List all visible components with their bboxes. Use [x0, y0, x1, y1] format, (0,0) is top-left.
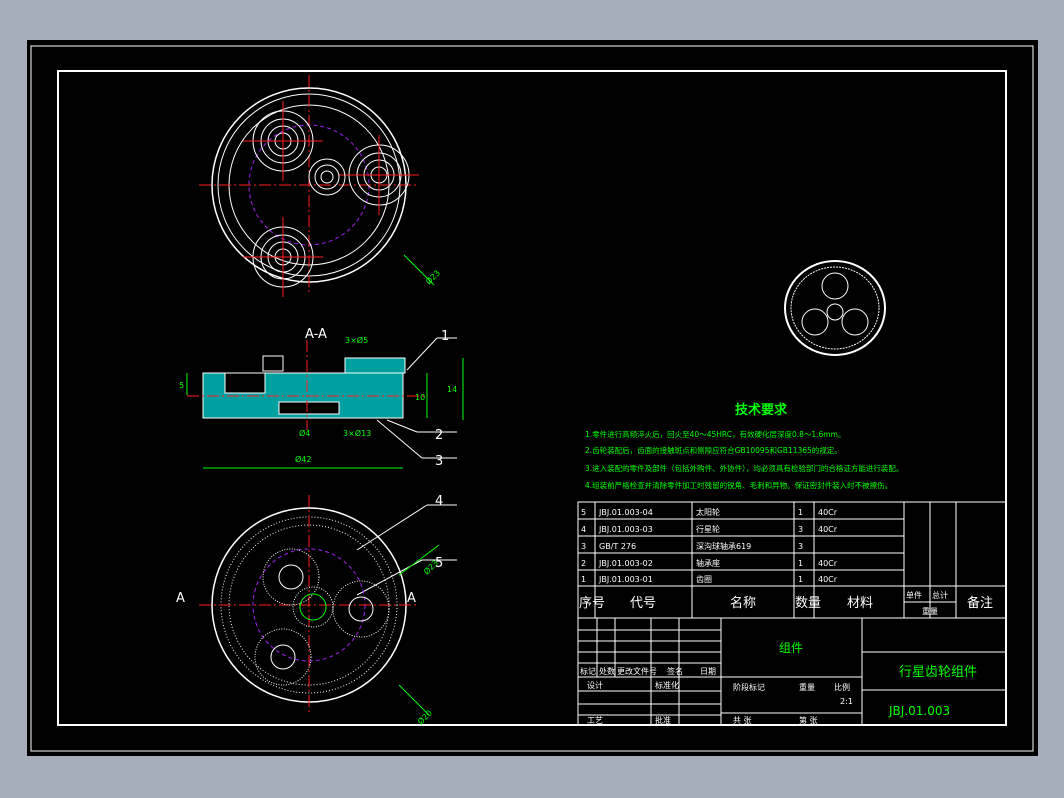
view-letter-right: A [407, 591, 416, 606]
parts-header: 序号 代号 名称 数量 材料 单件 总计 重量 备注 [579, 590, 993, 616]
view-letter-left: A [176, 591, 185, 606]
tb-standard: 标准化 [655, 680, 679, 690]
tb-scale: 比例 [834, 682, 850, 692]
tb-design: 设计 [587, 680, 603, 690]
balloon-5: 5 [435, 556, 443, 571]
tb-sign: 签名 [667, 666, 683, 676]
dim-d20: Ø20 [415, 708, 434, 727]
tb-stage: 阶段标记 [733, 682, 765, 692]
top-view: Ø23 [199, 75, 442, 297]
p3-name: 深沟球轴承619 [696, 541, 751, 551]
gear-view: Ø23 Ø20 [199, 495, 440, 726]
tb-mark: 标记 [580, 666, 596, 676]
p3-qty: 3 [798, 542, 803, 551]
p1-mat: 40Cr [818, 575, 838, 584]
tech-line-2: 2.齿轮装配后，齿面的接触斑点和侧隙应符合GB10095和GB11365的规定。 [585, 445, 842, 455]
hdr-qty: 数量 [795, 596, 821, 611]
drawing-name: 行星齿轮组件 [899, 665, 977, 680]
section-view: 3×Ø5 5 10 14 Ø4 3×Ø13 Ø42 [179, 335, 464, 469]
p1-name: 齿圈 [696, 575, 712, 584]
cad-drawing: Ø23 A-A 3×Ø5 5 10 14 Ø4 3×Ø13 Ø42 [30, 45, 1034, 752]
drawing-sheet: Ø23 A-A 3×Ø5 5 10 14 Ø4 3×Ø13 Ø42 [27, 40, 1038, 756]
p5-code: JBJ.01.003-04 [598, 508, 653, 517]
balloon-1: 1 [441, 329, 449, 344]
p4-code: JBJ.01.003-03 [598, 525, 653, 534]
tb-total-sheets: 共 张 [733, 716, 752, 725]
p3-no: 3 [581, 542, 586, 551]
dim-d42: Ø42 [295, 454, 311, 464]
p2-code: JBJ.01.003-02 [598, 559, 653, 568]
tb-approve: 批准 [655, 715, 671, 725]
p2-no: 2 [581, 559, 586, 568]
p5-no: 5 [581, 508, 586, 517]
p2-mat: 40Cr [818, 559, 838, 568]
balloon-3: 3 [435, 454, 443, 469]
p4-no: 4 [581, 525, 586, 534]
tech-line-4: 4.组装前严格检查并清除零件加工时残留的锐角、毛刺和异物。保证密封件装入时不被擦… [585, 480, 892, 490]
hdr-weight: 重量 [922, 606, 938, 616]
dim-h10: 10 [415, 393, 425, 402]
p4-qty: 3 [798, 525, 803, 534]
tech-line-3: 3.进入装配的零件及部件（包括外购件、外协件），均必须具有检验部门的合格证方能进… [585, 463, 903, 473]
hdr-single: 单件 [906, 590, 922, 600]
p5-name: 太阳轮 [696, 507, 720, 517]
dim-h5: 5 [179, 381, 184, 390]
p4-name: 行星轮 [696, 524, 720, 534]
drawing-number: JBJ.01.003 [888, 704, 950, 718]
tb-date: 日期 [700, 667, 716, 676]
tb-changedoc: 更改文件号 [617, 666, 657, 676]
dim-d4: Ø4 [299, 428, 310, 438]
inner-frame [57, 70, 1007, 726]
balloon-4: 4 [435, 494, 443, 509]
p1-qty: 1 [798, 575, 803, 584]
tb-count: 处数 [599, 666, 615, 676]
hdr-name: 名称 [730, 595, 756, 611]
parts-rows: 5 JBJ.01.003-04 太阳轮 1 40Cr 4 JBJ.01.003-… [581, 507, 838, 584]
title-block: 组件 行星齿轮组件 JBJ.01.003 2:1 标记 处数 更改文件号 签名 … [580, 641, 977, 725]
tb-sheet: 第 张 [799, 715, 818, 725]
tech-line-1: 1.零件进行高频淬火后，回火至40～45HRC，有效硬化层深度0.8～1.6mm… [585, 429, 845, 439]
iso-view [784, 260, 886, 356]
section-label: A-A [305, 327, 327, 342]
p3-code: GB/T 276 [599, 542, 636, 551]
hdr-no: 序号 [579, 596, 605, 611]
hdr-material: 材料 [847, 596, 873, 611]
hdr-total: 总计 [932, 590, 948, 600]
p2-qty: 1 [798, 559, 803, 568]
tb-weight: 重量 [799, 682, 815, 692]
dim-d23-top: Ø23 [423, 268, 442, 287]
outer-frame [30, 45, 1034, 752]
parts-list [577, 501, 1007, 726]
p5-qty: 1 [798, 508, 803, 517]
tech-title: 技术要求 [735, 402, 788, 418]
tb-craft: 工艺 [587, 716, 603, 725]
hdr-code: 代号 [630, 596, 656, 611]
component-label: 组件 [779, 641, 803, 655]
p1-code: JBJ.01.003-01 [598, 575, 653, 584]
dim-holes-top: 3×Ø5 [345, 335, 368, 345]
balloon-2: 2 [435, 428, 443, 443]
p4-mat: 40Cr [818, 525, 838, 534]
p2-name: 轴承座 [696, 558, 720, 568]
scale-value: 2:1 [840, 697, 853, 706]
dim-holes: 3×Ø13 [343, 428, 371, 438]
hdr-remark: 备注 [967, 595, 993, 611]
p1-no: 1 [581, 575, 586, 584]
p5-mat: 40Cr [818, 508, 838, 517]
dim-h14: 14 [447, 385, 457, 394]
